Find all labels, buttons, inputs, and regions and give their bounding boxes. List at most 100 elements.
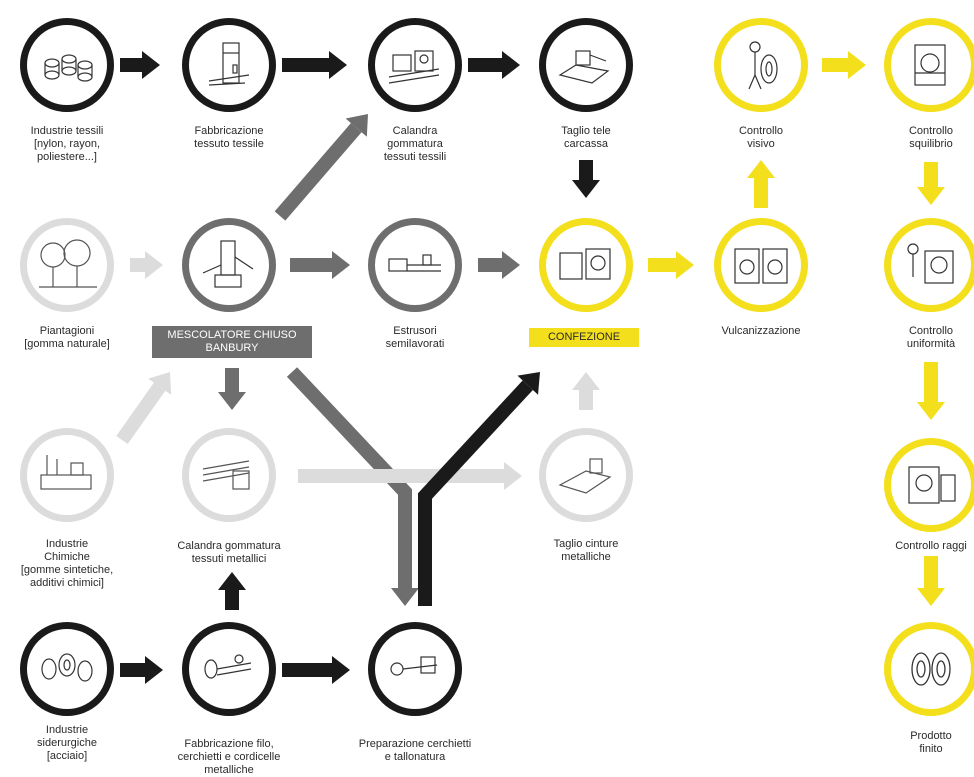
label-controllo-visivo: Controllo visivo — [738, 125, 784, 150]
arrow-mescolatore-to-calandra — [274, 114, 368, 221]
node-industrie-siderurgiche — [20, 622, 114, 716]
arrow-taglio-to-confezione — [572, 160, 600, 198]
label-industrie-siderurgiche: Industrie siderurgiche [acciaio] — [37, 724, 97, 762]
steel-coils-icon — [41, 653, 93, 682]
arrow-filo-to-preparazione-head — [332, 656, 350, 684]
arrow-vulcanizzazione-to-visivo — [747, 160, 775, 208]
label-controllo-uniformita: Controllo uniformità — [906, 325, 956, 350]
arrow-mescolatore-down — [218, 368, 246, 410]
node-estrusori — [368, 218, 462, 312]
wire-drawing-icon — [204, 654, 252, 679]
node-vulcanizzazione — [714, 218, 808, 312]
label-industrie-chimiche: Industrie Chimiche [gomme sintetiche, ad… — [20, 538, 114, 589]
node-controllo-squilibrio — [884, 18, 974, 112]
arrow-filo-to-calandra-met — [218, 572, 246, 610]
label-fabbricazione-tessuto: Fabbricazione tessuto tessile — [194, 125, 264, 150]
arrow-siderurgiche-to-filo — [120, 656, 163, 684]
node-industrie-tessili — [20, 18, 114, 112]
node-prodotto-finito — [884, 622, 974, 716]
extruder-icon — [388, 254, 441, 272]
arrow-mescolatore-to-preparazione — [286, 367, 419, 606]
arrow-mescolatore-to-calandra-head — [345, 114, 368, 137]
arrow-calandra-to-taglio — [468, 51, 520, 79]
balance-machine-icon — [914, 44, 946, 86]
label-piantagioni: Piantagioni [gomma naturale] — [24, 325, 110, 350]
node-preparazione-cerchietti — [368, 622, 462, 716]
visual-inspection-icon — [748, 41, 778, 90]
arrow-visivo-to-squilibrio-head — [848, 51, 866, 79]
arrow-estrusori-to-confezione — [478, 251, 520, 279]
arrow-taglio-to-confezione-head — [572, 180, 600, 198]
arrow-tessili-to-tessuto-head — [142, 51, 160, 79]
arrow-chimiche-to-mescolatore — [116, 372, 172, 445]
arrow-uniformita-to-raggi — [917, 362, 945, 420]
arrow-calandra-to-taglio-head — [502, 51, 520, 79]
arrow-mescolatore-to-estrusori-head — [332, 251, 350, 279]
cutting-machine-icon — [558, 50, 610, 84]
arrow-raggi-to-finito-head — [917, 588, 945, 606]
arrow-tessuto-to-calandra-head — [329, 51, 347, 79]
arrow-chimiche-to-mescolatore-shaft — [116, 382, 166, 445]
label-fabbricazione-filo: Fabbricazione filo, cerchietti e cordice… — [177, 738, 281, 776]
arrow-piantagioni-to-mescolatore — [130, 251, 163, 279]
arrow-visivo-to-squilibrio — [822, 51, 866, 79]
banbury-mixer-icon — [202, 240, 254, 288]
uniformity-machine-icon — [907, 243, 954, 284]
curing-press-icon — [734, 248, 788, 284]
node-industrie-chimiche — [20, 428, 114, 522]
arrow-chimiche-to-mescolatore-head — [148, 372, 172, 395]
label-controllo-raggi: Controllo raggi — [895, 540, 967, 552]
calender-machine-icon — [388, 50, 440, 84]
node-piantagioni — [20, 218, 114, 312]
node-mescolatore — [182, 218, 276, 312]
arrow-calandra-met-to-cinture — [298, 462, 522, 490]
arrow-mescolatore-to-estrusori — [290, 251, 350, 279]
label-mescolatore: MESCOLATORE CHIUSO BANBURY — [152, 326, 312, 358]
arrow-tessuto-to-calandra — [282, 51, 347, 79]
label-controllo-squilibrio: Controllo squilibrio — [908, 125, 954, 150]
weaving-machine-icon — [208, 42, 250, 86]
arrow-siderurgiche-to-filo-head — [145, 656, 163, 684]
arrow-mescolatore-to-calandra-shaft — [274, 123, 362, 221]
label-confezione: CONFEZIONE — [529, 328, 639, 347]
node-fabbricazione-filo — [182, 622, 276, 716]
tire-building-icon — [559, 248, 611, 280]
belt-cutter-icon — [558, 458, 612, 494]
node-controllo-uniformita — [884, 218, 974, 312]
arrow-cinture-to-confezione — [572, 372, 600, 410]
bead-machine-icon — [390, 656, 438, 676]
arrow-squilibrio-to-uniformita — [917, 162, 945, 205]
node-fabbricazione-tessuto — [182, 18, 276, 112]
node-controllo-visivo — [714, 18, 808, 112]
xray-machine-icon — [908, 466, 956, 504]
arrow-confezione-to-vulcanizzazione — [648, 251, 694, 279]
arrow-cinture-to-confezione-head — [572, 372, 600, 390]
node-taglio-cinture — [539, 428, 633, 522]
steel-calender-icon — [202, 460, 250, 490]
label-calandra-tessili: Calandra gommatura tessuti tessili — [383, 125, 447, 163]
label-vulcanizzazione: Vulcanizzazione — [721, 325, 801, 337]
arrow-raggi-to-finito — [917, 556, 945, 606]
arrow-filo-to-preparazione — [282, 656, 350, 684]
chemical-plant-icon — [40, 455, 92, 490]
arrow-preparazione-to-confezione-head — [517, 372, 540, 395]
label-industrie-tessili: Industrie tessili [nylon, rayon, poliest… — [30, 125, 104, 163]
arrow-mescolatore-to-preparazione-shaft — [286, 367, 412, 588]
node-controllo-raggi — [884, 438, 974, 532]
label-prodotto-finito: Prodotto finito — [910, 730, 952, 755]
tree-plantation-icon — [39, 239, 97, 288]
textile-spools-icon — [44, 54, 93, 82]
arrow-mescolatore-down-head — [218, 392, 246, 410]
node-calandra-metallici — [182, 428, 276, 522]
arrow-estrusori-to-confezione-head — [502, 251, 520, 279]
arrow-piantagioni-to-mescolatore-head — [145, 251, 163, 279]
node-confezione — [539, 218, 633, 312]
label-preparazione-cerchietti: Preparazione cerchietti e tallonatura — [358, 738, 472, 763]
arrow-calandra-met-to-cinture-head — [504, 462, 522, 490]
label-estrusori: Estrusori semilavorati — [385, 325, 445, 350]
label-taglio-tele: Taglio tele carcassa — [561, 125, 611, 150]
label-taglio-cinture: Taglio cinture metalliche — [553, 538, 619, 563]
arrow-filo-to-calandra-met-head — [218, 572, 246, 590]
